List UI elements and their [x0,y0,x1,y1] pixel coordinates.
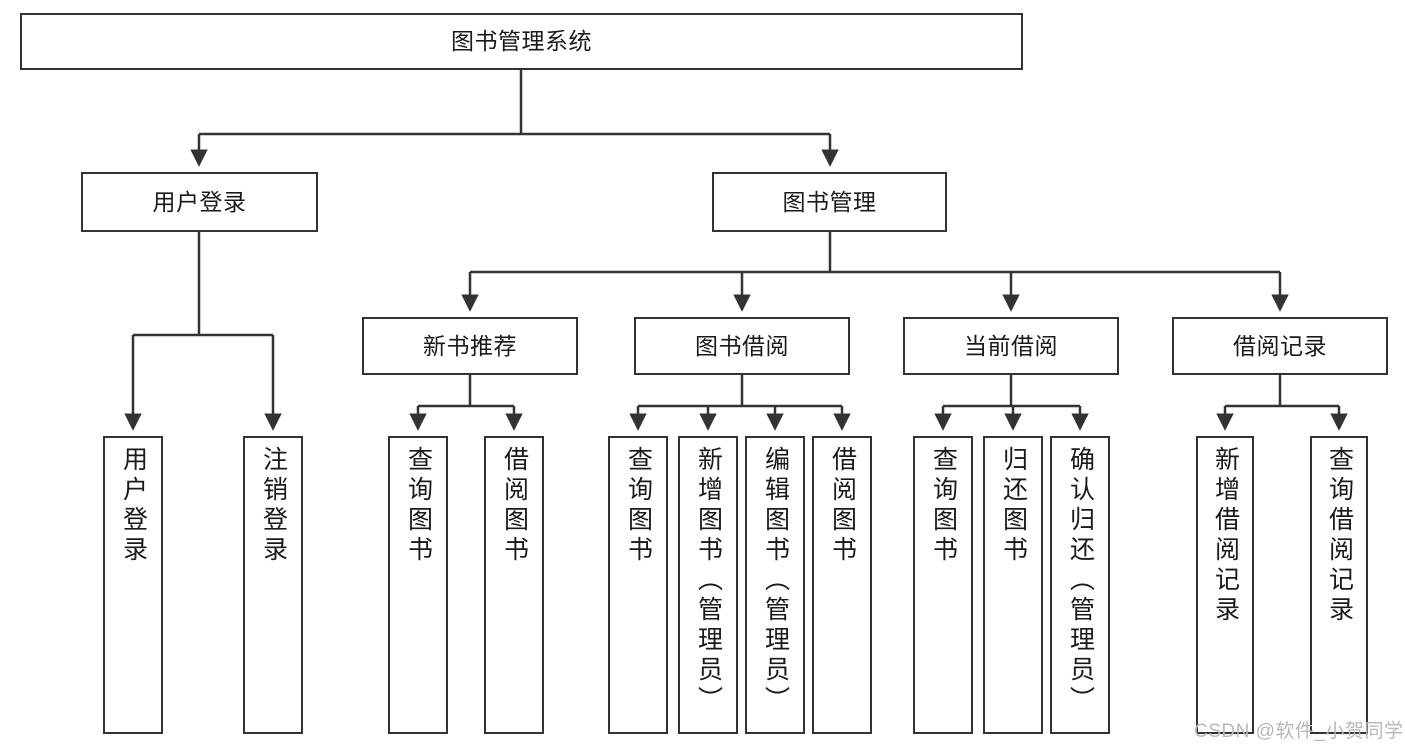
node-leaf-borrow-book-1-label: 借阅图书 [500,446,529,566]
node-new-book-recommend[interactable]: 新书推荐 [362,317,578,375]
node-leaf-logout[interactable]: 注销登录 [243,436,303,734]
node-current-borrow[interactable]: 当前借阅 [903,317,1119,375]
node-leaf-return-book-label: 归还图书 [999,446,1028,566]
node-leaf-return-book[interactable]: 归还图书 [983,436,1043,734]
node-current-borrow-label: 当前借阅 [964,332,1058,359]
node-user-login-label: 用户登录 [152,188,247,215]
node-leaf-query-book-2-label: 查询图书 [624,446,653,566]
node-leaf-logout-label: 注销登录 [259,446,288,566]
node-leaf-add-record-label: 新增借阅记录 [1211,446,1240,626]
node-leaf-query-book-1-label: 查询图书 [404,446,433,566]
node-leaf-add-book[interactable]: 新增图书（管理员） [678,436,738,734]
node-root[interactable]: 图书管理系统 [20,13,1023,70]
node-leaf-borrow-book-2-label: 借阅图书 [828,446,857,566]
node-leaf-add-record[interactable]: 新增借阅记录 [1196,436,1254,734]
node-leaf-confirm-return[interactable]: 确认归还（管理员） [1050,436,1110,734]
node-leaf-confirm-return-label: 确认归还（管理员） [1066,446,1095,716]
node-leaf-query-book-3-label: 查询图书 [929,446,958,566]
node-leaf-edit-book[interactable]: 编辑图书（管理员） [745,436,805,734]
node-new-book-recommend-label: 新书推荐 [423,332,517,359]
watermark-csdn: CSDN @软件_小贺同学 [1194,721,1404,742]
node-leaf-user-login[interactable]: 用户登录 [103,436,163,734]
node-leaf-query-record-label: 查询借阅记录 [1325,446,1354,626]
node-borrow-record-label: 借阅记录 [1233,332,1327,359]
node-leaf-user-login-label: 用户登录 [119,446,148,566]
node-leaf-query-book-3[interactable]: 查询图书 [913,436,973,734]
node-book-borrow-label: 图书借阅 [695,332,789,359]
node-borrow-record[interactable]: 借阅记录 [1172,317,1388,375]
node-leaf-query-record[interactable]: 查询借阅记录 [1310,436,1368,734]
node-book-manage[interactable]: 图书管理 [712,172,947,232]
node-leaf-query-book-1[interactable]: 查询图书 [388,436,448,734]
node-leaf-add-book-label: 新增图书（管理员） [694,446,723,716]
node-user-login[interactable]: 用户登录 [81,172,318,232]
node-leaf-borrow-book-2[interactable]: 借阅图书 [812,436,872,734]
node-leaf-borrow-book-1[interactable]: 借阅图书 [484,436,544,734]
node-leaf-query-book-2[interactable]: 查询图书 [608,436,668,734]
node-leaf-edit-book-label: 编辑图书（管理员） [761,446,790,716]
node-book-borrow[interactable]: 图书借阅 [634,317,850,375]
node-root-label: 图书管理系统 [451,28,592,55]
node-book-manage-label: 图书管理 [782,188,877,215]
